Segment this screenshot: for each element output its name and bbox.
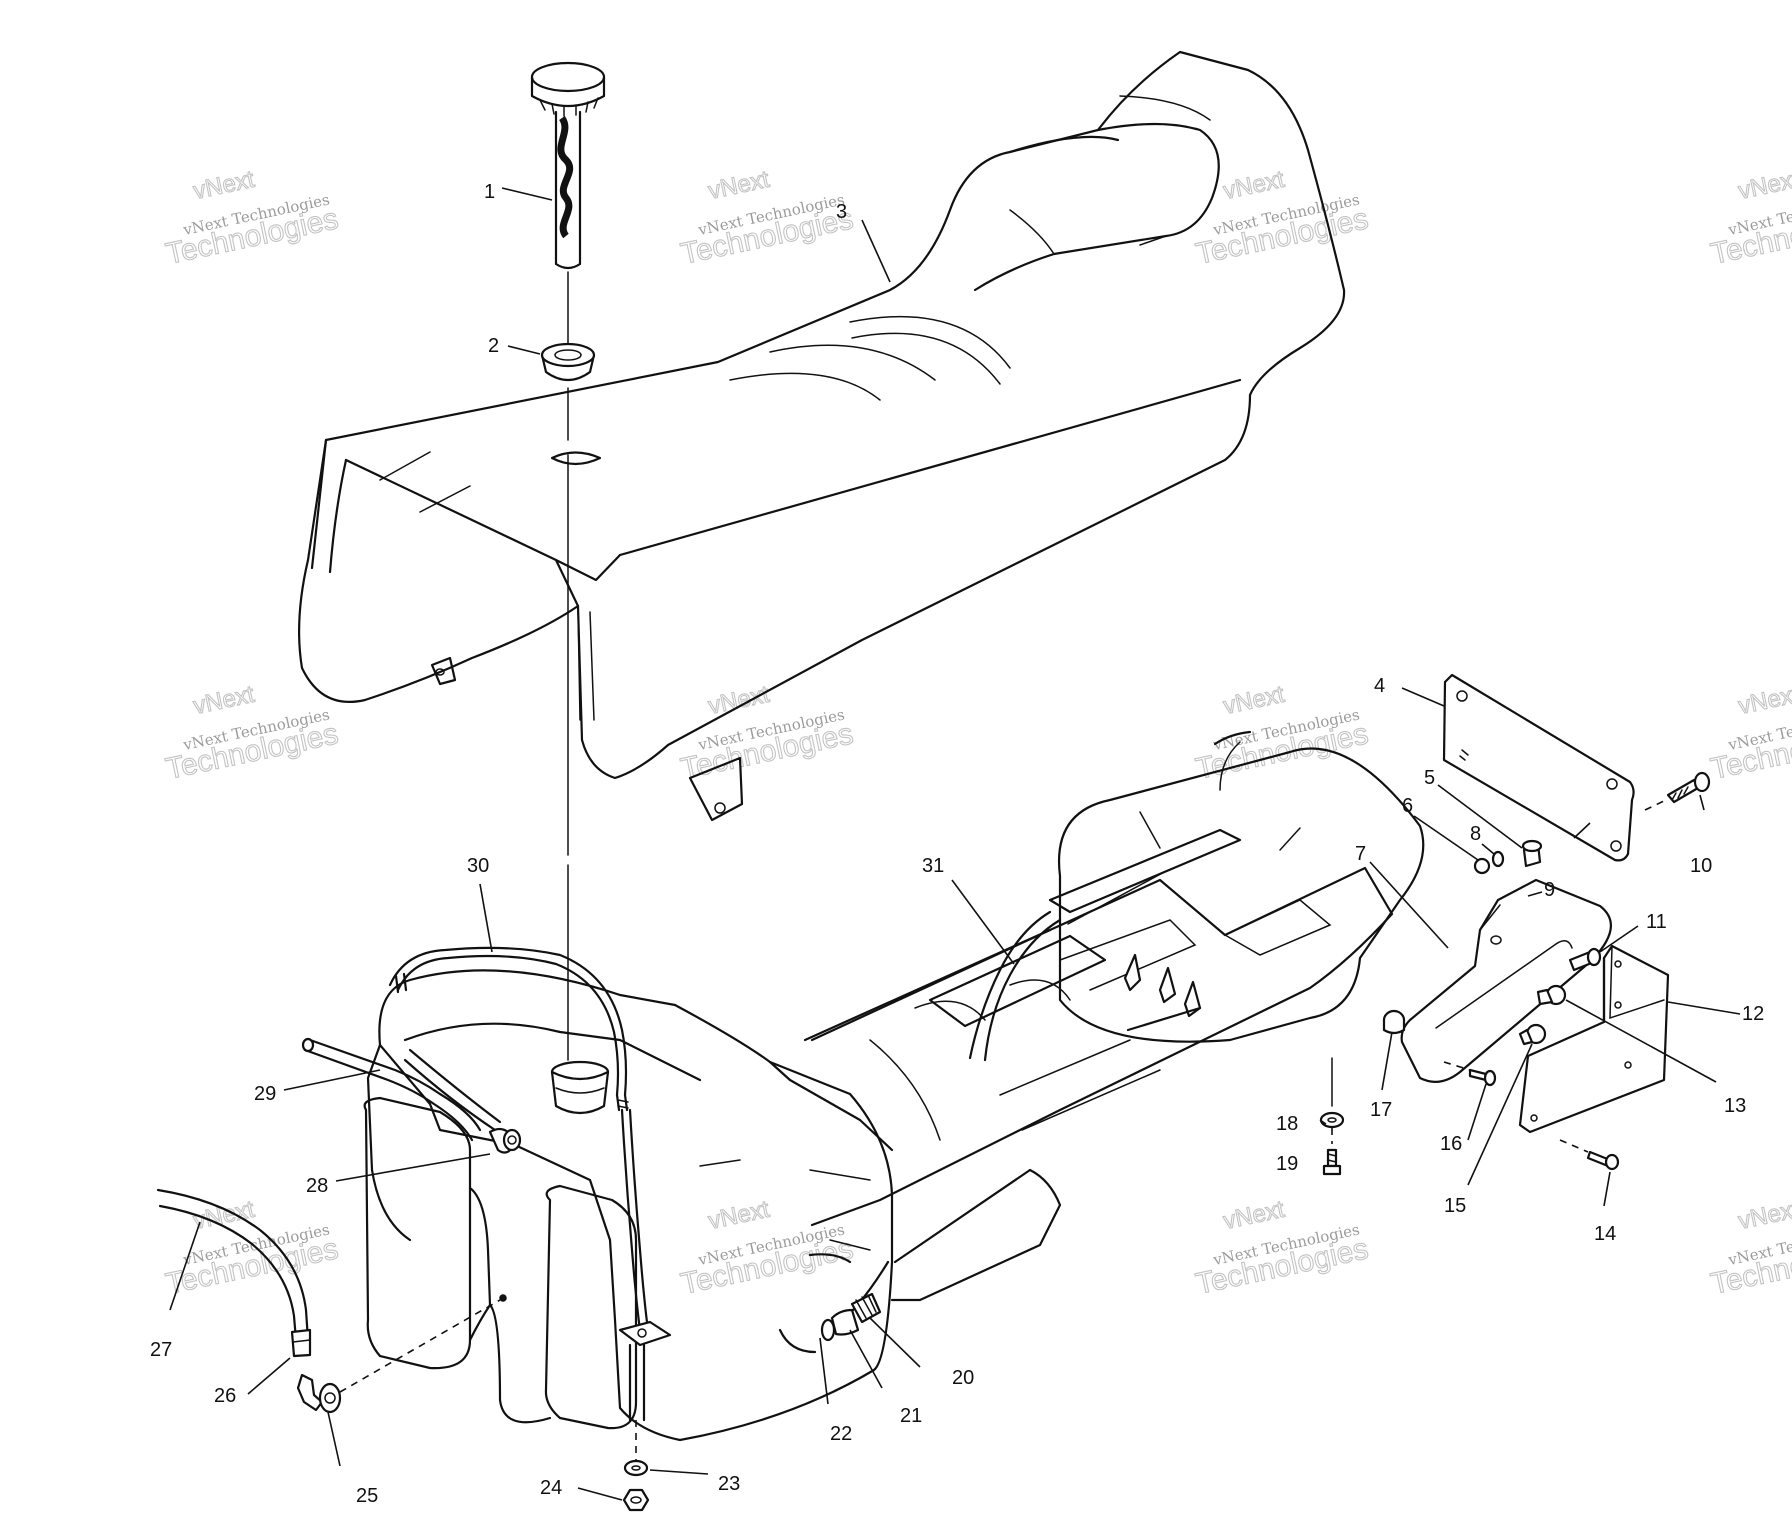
fuel-fitting-20-part[interactable]	[850, 1292, 882, 1324]
callout-27: 27	[150, 1339, 172, 1361]
callout-18: 18	[1276, 1113, 1298, 1135]
callout-22: 22	[830, 1423, 852, 1445]
svg-text:vNext: vNext	[706, 1196, 772, 1235]
grommet-17-part[interactable]	[1382, 1009, 1406, 1035]
svg-text:vNext: vNext	[706, 681, 772, 720]
watermark: vNext vNext Technologies Technologies	[162, 165, 341, 271]
hose-clamp-26-part[interactable]	[290, 1328, 312, 1358]
elbow-fitting-28-part[interactable]	[488, 1127, 522, 1154]
callout-17: 17	[1370, 1099, 1392, 1121]
callout-29: 29	[254, 1083, 276, 1105]
callout-23: 23	[718, 1473, 740, 1495]
bolt-19-part[interactable]	[1322, 1128, 1342, 1176]
callout-1: 1	[484, 181, 495, 203]
callout-28: 28	[306, 1175, 328, 1197]
svg-text:vNext: vNext	[1221, 166, 1287, 205]
callout-21: 21	[900, 1405, 922, 1427]
callout-11: 11	[1646, 911, 1667, 933]
tank-bracket-part[interactable]	[618, 1320, 672, 1460]
screw-10-part[interactable]	[1644, 771, 1711, 811]
watermark: vNext vNext Technologies Technologies	[1707, 680, 1792, 786]
rear-seat-cushion-part[interactable]	[1057, 730, 1425, 1043]
svg-text:vNext: vNext	[1736, 681, 1792, 720]
watermark: vNext vNext Technologies Technologies	[677, 165, 856, 271]
washer-6-part[interactable]	[1473, 857, 1491, 875]
spacer-8-part[interactable]	[1491, 850, 1505, 868]
callout-30: 30	[467, 855, 489, 877]
callout-7: 7	[1355, 843, 1366, 865]
callout-6: 6	[1402, 795, 1413, 817]
elbow-fitting-25-part[interactable]	[296, 1299, 501, 1414]
callout-3: 3	[836, 201, 847, 223]
callout-13: 13	[1724, 1095, 1746, 1117]
callout-4: 4	[1374, 675, 1385, 697]
callout-31: 31	[922, 855, 944, 877]
screw-16-part[interactable]	[1443, 1061, 1497, 1087]
fuel-fitting-21-part[interactable]	[830, 1308, 860, 1336]
callout-24: 24	[540, 1477, 562, 1499]
watermark: vNext vNext Technologies Technologies	[677, 680, 856, 786]
callout-16: 16	[1440, 1133, 1462, 1155]
watermark: vNext vNext Technologies Technologies	[1192, 680, 1371, 786]
seat-cover-part[interactable]	[297, 50, 1346, 822]
stud-5-part[interactable]	[1521, 822, 1591, 868]
callout-19: 19	[1276, 1153, 1298, 1175]
watermarks: vNext vNext Technologies Technologies vN…	[162, 165, 1792, 1301]
svg-text:vNext: vNext	[706, 166, 772, 205]
callout-15: 15	[1444, 1195, 1466, 1217]
svg-text:vNext: vNext	[1221, 1196, 1287, 1235]
callout-9: 9	[1544, 879, 1555, 901]
cap-13-part[interactable]	[1536, 984, 1567, 1006]
screw-11-part[interactable]	[1568, 947, 1602, 972]
callout-14: 14	[1594, 1223, 1616, 1245]
bracket-9-part[interactable]	[1400, 878, 1612, 1083]
plate-4-part[interactable]	[1442, 673, 1635, 862]
dipstick-cap-part[interactable]	[530, 61, 606, 347]
callout-labels: 1 2 3 4 5 6 7 8 9 10 11 12 13 14 15 16 1…	[150, 181, 1764, 1507]
bracket-12-part[interactable]	[1518, 944, 1670, 1134]
svg-text:vNext: vNext	[1736, 1196, 1792, 1235]
loop-hose-part[interactable]	[388, 946, 650, 1332]
watermark: vNext vNext Technologies Technologies	[1192, 165, 1371, 271]
washer-23-part[interactable]	[623, 1459, 649, 1477]
svg-text:vNext: vNext	[1736, 166, 1792, 205]
callout-5: 5	[1424, 767, 1435, 789]
callout-10: 10	[1690, 855, 1712, 877]
callout-8: 8	[1470, 823, 1481, 845]
hose-27-part[interactable]	[156, 1188, 310, 1342]
cap-15-part[interactable]	[1518, 1023, 1547, 1046]
watermark: vNext vNext Technologies Technologies	[677, 1195, 856, 1301]
grommet-part[interactable]	[540, 342, 596, 441]
watermark: vNext vNext Technologies Technologies	[1192, 1195, 1371, 1301]
callout-26: 26	[214, 1385, 236, 1407]
svg-text:vNext: vNext	[191, 166, 257, 205]
svg-text:vNext: vNext	[1221, 681, 1287, 720]
washer-18-part[interactable]	[1319, 1057, 1345, 1129]
svg-text:vNext: vNext	[191, 1196, 257, 1235]
vent-hose-part[interactable]	[301, 1037, 502, 1142]
leader-lines	[169, 187, 1741, 1501]
callout-2: 2	[488, 335, 499, 357]
fuel-fitting-22-part[interactable]	[820, 1318, 836, 1342]
callout-20: 20	[952, 1367, 974, 1389]
seat-base-frame-part[interactable]	[803, 828, 1394, 1227]
watermark: vNext vNext Technologies Technologies	[1707, 165, 1792, 271]
nut-24-part[interactable]	[622, 1488, 650, 1512]
callout-25: 25	[356, 1485, 378, 1507]
watermark: vNext vNext Technologies Technologies	[1707, 1195, 1792, 1301]
screw-14-part[interactable]	[1559, 1139, 1620, 1171]
svg-text:vNext: vNext	[191, 681, 257, 720]
callout-12: 12	[1742, 1003, 1764, 1025]
